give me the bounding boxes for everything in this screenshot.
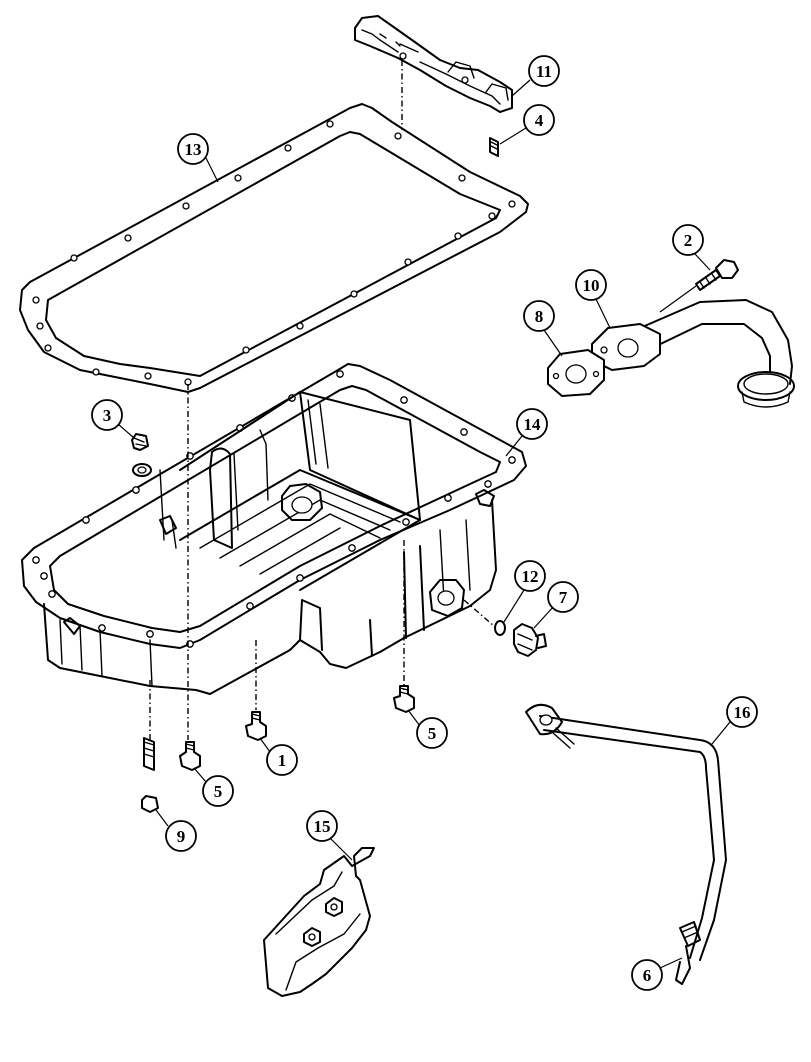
callout-8-label: 8	[535, 307, 544, 326]
bolt-4-part	[489, 137, 499, 157]
drain-plug-7-part	[513, 623, 547, 657]
bracket-15-part	[263, 847, 375, 997]
baffle-bracket-part	[354, 15, 513, 113]
callout-7-circle	[547, 581, 579, 613]
callout-1-circle	[266, 744, 298, 776]
callout-9-circle	[165, 820, 197, 852]
dipstick-6-part	[675, 921, 701, 985]
assembly-center-lines	[149, 60, 495, 740]
callout-13-circle	[177, 133, 209, 165]
callout-12-circle	[514, 560, 546, 592]
callout-14-label: 14	[524, 415, 542, 434]
gasket-8-part	[547, 349, 605, 397]
dipstick-tube-part	[525, 703, 727, 961]
plug-3-part	[131, 433, 152, 477]
callout-11-label: 11	[536, 62, 552, 81]
callout-14-circle	[516, 408, 548, 440]
bolt-5-left-part	[179, 741, 201, 771]
oil-pickup-tube-part	[591, 299, 795, 408]
callout-12-label: 12	[522, 567, 539, 586]
callout-1-label: 1	[278, 751, 287, 770]
bolt-5-right-part	[393, 685, 415, 713]
callout-5-left-label: 5	[214, 782, 223, 801]
callout-16-circle	[726, 696, 758, 728]
callout-7-label: 7	[559, 588, 568, 607]
callout-6-circle	[631, 959, 663, 991]
callout-4-circle	[523, 104, 555, 136]
callout-8-circle	[523, 300, 555, 332]
bolt-2-part	[659, 259, 739, 313]
callout-10-label: 10	[583, 276, 600, 295]
oil-pan-part	[21, 363, 527, 695]
callout-10-circle	[575, 269, 607, 301]
callout-15-label: 15	[314, 817, 331, 836]
callout-4-label: 4	[535, 111, 544, 130]
callout-15-circle	[306, 810, 338, 842]
callout-5-right-label: 5	[428, 724, 437, 743]
callout-11-circle	[528, 55, 560, 87]
callout-2-circle	[672, 224, 704, 256]
callout-6-label: 6	[643, 966, 652, 985]
callout-5-right-circle	[416, 717, 448, 749]
callout-5-left-circle	[202, 775, 234, 807]
callout-3-label: 3	[103, 406, 112, 425]
callout-3-circle	[91, 399, 123, 431]
oil-pan-gasket-part	[19, 103, 529, 393]
callout-16-label: 16	[734, 703, 751, 722]
bolt-1-part	[245, 711, 267, 741]
callout-13-label: 13	[185, 140, 202, 159]
washer-12-part	[494, 620, 506, 636]
callout-9-label: 9	[177, 827, 186, 846]
stud-9-part	[141, 737, 159, 813]
callout-2-label: 2	[684, 231, 693, 250]
